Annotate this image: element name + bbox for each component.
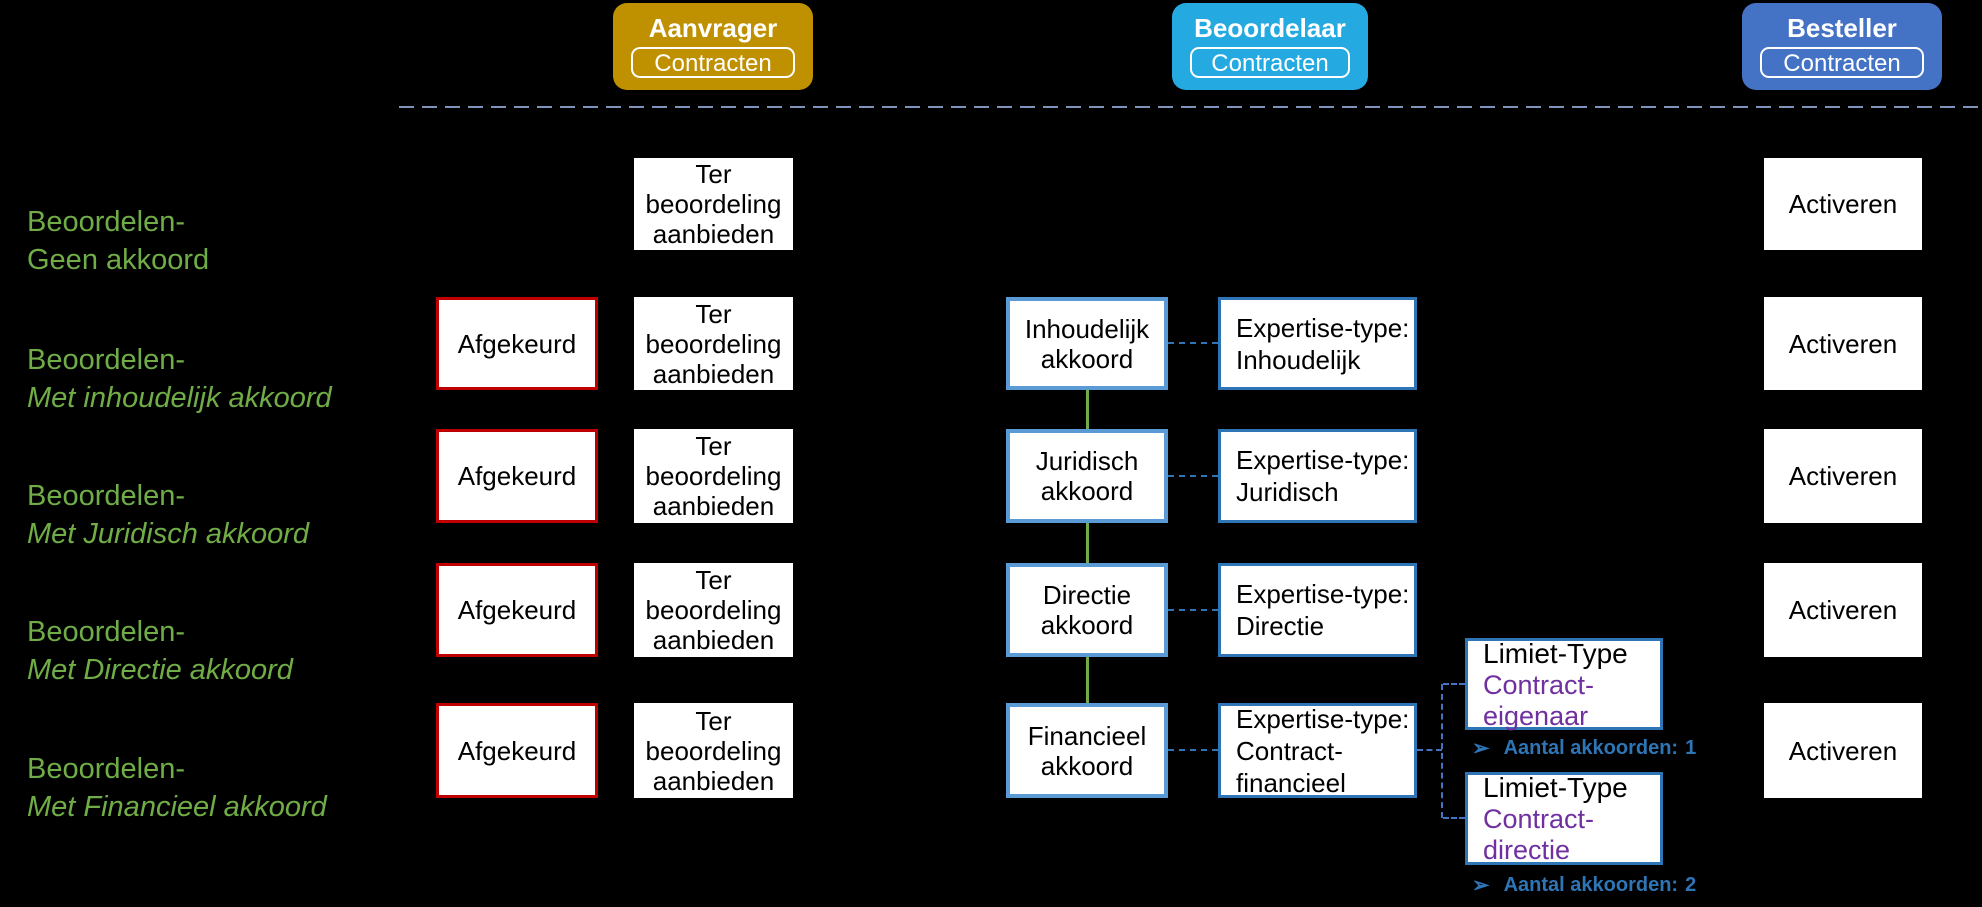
connector-green-line [1086, 657, 1089, 703]
lane-title: Beoordelaar [1194, 13, 1346, 43]
ter-beoordeling-text: Ter beoordeling aanbieden [645, 159, 782, 249]
afgekeurd-box: Afgekeurd [436, 297, 598, 390]
activeren-box: Activeren [1764, 563, 1922, 657]
akkoord-box-inhoudelijk: Inhoudelijk akkoord [1006, 297, 1168, 390]
limiet-type-box-eigenaar: Limiet-Type Contract-eigenaar [1465, 637, 1663, 731]
scenario-label-line2: Geen akkoord [27, 244, 210, 276]
afgekeurd-text: Afgekeurd [457, 595, 577, 625]
activeren-box: Activeren [1764, 158, 1922, 250]
aantal-label: Aantal akkoorden: [1503, 874, 1679, 896]
activeren-box: Activeren [1764, 703, 1922, 798]
ter-beoordeling-text: Ter beoordeling aanbieden [645, 705, 782, 796]
scenario-label-line2: Met inhoudelijk akkoord [27, 382, 332, 414]
limiet-subtitle: Contract-directie [1483, 804, 1595, 865]
connector-bracket-stub [1443, 817, 1465, 819]
lane-title: Aanvrager [648, 13, 778, 43]
ter-beoordeling-box: Ter beoordeling aanbieden [634, 297, 793, 390]
lane-subtitle: Contracten [1760, 47, 1924, 78]
scenario-label-line1: Beoordelen- [27, 616, 185, 648]
connector-dashed-line [1168, 342, 1218, 344]
akkoord-box-juridisch: Juridisch akkoord [1006, 429, 1168, 523]
activeren-text: Activeren [1788, 735, 1898, 766]
limiet-type-box-directie: Limiet-Type Contract-directie [1465, 772, 1663, 865]
scenario-label-inhoudelijk: Beoordelen- Met inhoudelijk akkoord [27, 341, 332, 417]
scenario-label-juridisch: Beoordelen- Met Juridisch akkoord [27, 477, 309, 553]
ter-beoordeling-text: Ter beoordeling aanbieden [645, 298, 782, 389]
arrowhead-icon: ➢ [1472, 737, 1490, 760]
afgekeurd-box: Afgekeurd [436, 563, 598, 657]
scenario-label-line2: Met Directie akkoord [27, 654, 293, 686]
expertise-text: Expertise-type: Contract- financieel [1236, 703, 1410, 798]
limiet-title: Limiet-Type [1483, 772, 1628, 803]
lane-subtitle: Contracten [1190, 47, 1350, 78]
lane-header-besteller: Besteller Contracten [1742, 3, 1942, 90]
afgekeurd-text: Afgekeurd [457, 328, 577, 359]
activeren-box: Activeren [1764, 429, 1922, 523]
arrowhead-icon: ➢ [1472, 874, 1490, 897]
scenario-label-line2: Met Juridisch akkoord [27, 518, 310, 550]
aantal-akkoorden-1: ➢ Aantal akkoorden: 1 [1472, 736, 1696, 761]
afgekeurd-text: Afgekeurd [457, 735, 577, 766]
scenario-label-line1: Beoordelen- [27, 480, 185, 512]
activeren-text: Activeren [1788, 461, 1898, 491]
connector-green-line [1086, 390, 1089, 429]
akkoord-box-directie: Directie akkoord [1006, 563, 1168, 657]
akkoord-text: Juridisch akkoord [1035, 446, 1139, 506]
ter-beoordeling-box: Ter beoordeling aanbieden [634, 703, 793, 798]
scenario-label-line2: Met Financieel akkoord [27, 791, 327, 823]
akkoord-text: Directie akkoord [1040, 580, 1134, 640]
scenario-label-line1: Beoordelen- [27, 753, 185, 785]
lane-separator-dashed-line [399, 106, 1982, 108]
limiet-title: Limiet-Type [1483, 637, 1628, 669]
scenario-label-line1: Beoordelen- [27, 206, 185, 238]
connector-bracket-vertical [1441, 684, 1443, 818]
lane-title: Besteller [1787, 13, 1897, 43]
connector-dashed-line [1168, 609, 1218, 611]
aantal-value: 2 [1685, 874, 1697, 896]
connector-bracket-stub [1443, 683, 1465, 685]
akkoord-box-financieel: Financieel akkoord [1006, 703, 1168, 798]
ter-beoordeling-text: Ter beoordeling aanbieden [645, 431, 782, 521]
aantal-akkoorden-2: ➢ Aantal akkoorden: 2 [1472, 873, 1696, 898]
lane-header-aanvrager: Aanvrager Contracten [613, 3, 813, 90]
connector-dashed-line [1168, 475, 1218, 477]
connector-bracket-stub [1417, 749, 1442, 751]
connector-green-line [1086, 523, 1089, 563]
scenario-label-directie: Beoordelen- Met Directie akkoord [27, 613, 293, 689]
scenario-label-financieel: Beoordelen- Met Financieel akkoord [27, 750, 327, 826]
lane-subtitle: Contracten [631, 47, 795, 78]
expertise-box-inhoudelijk: Expertise-type: Inhoudelijk [1218, 297, 1417, 390]
scenario-label-geen-akkoord: Beoordelen- Geen akkoord [27, 203, 209, 279]
ter-beoordeling-text: Ter beoordeling aanbieden [645, 565, 782, 655]
expertise-box-contract-financieel: Expertise-type: Contract- financieel [1218, 703, 1417, 798]
ter-beoordeling-box: Ter beoordeling aanbieden [634, 158, 793, 250]
scenario-label-line1: Beoordelen- [27, 344, 185, 376]
expertise-text: Expertise-type: Juridisch [1236, 445, 1410, 507]
ter-beoordeling-box: Ter beoordeling aanbieden [634, 429, 793, 523]
expertise-box-directie: Expertise-type: Directie [1218, 563, 1417, 657]
activeren-text: Activeren [1788, 328, 1898, 359]
expertise-text: Expertise-type: Inhoudelijk [1236, 312, 1410, 375]
lane-header-beoordelaar: Beoordelaar Contracten [1172, 3, 1368, 90]
ter-beoordeling-box: Ter beoordeling aanbieden [634, 563, 793, 657]
connector-dashed-line [1168, 749, 1218, 751]
akkoord-text: Financieel akkoord [1027, 720, 1147, 781]
activeren-text: Activeren [1788, 595, 1898, 625]
akkoord-text: Inhoudelijk akkoord [1024, 313, 1150, 374]
afgekeurd-text: Afgekeurd [457, 461, 577, 491]
afgekeurd-box: Afgekeurd [436, 703, 598, 798]
expertise-box-juridisch: Expertise-type: Juridisch [1218, 429, 1417, 523]
activeren-text: Activeren [1788, 189, 1898, 219]
activeren-box: Activeren [1764, 297, 1922, 390]
aantal-label: Aantal akkoorden: [1503, 737, 1679, 759]
afgekeurd-box: Afgekeurd [436, 429, 598, 523]
expertise-text: Expertise-type: Directie [1236, 579, 1410, 641]
aantal-value: 1 [1685, 737, 1697, 759]
limiet-subtitle: Contract-eigenaar [1483, 669, 1595, 731]
